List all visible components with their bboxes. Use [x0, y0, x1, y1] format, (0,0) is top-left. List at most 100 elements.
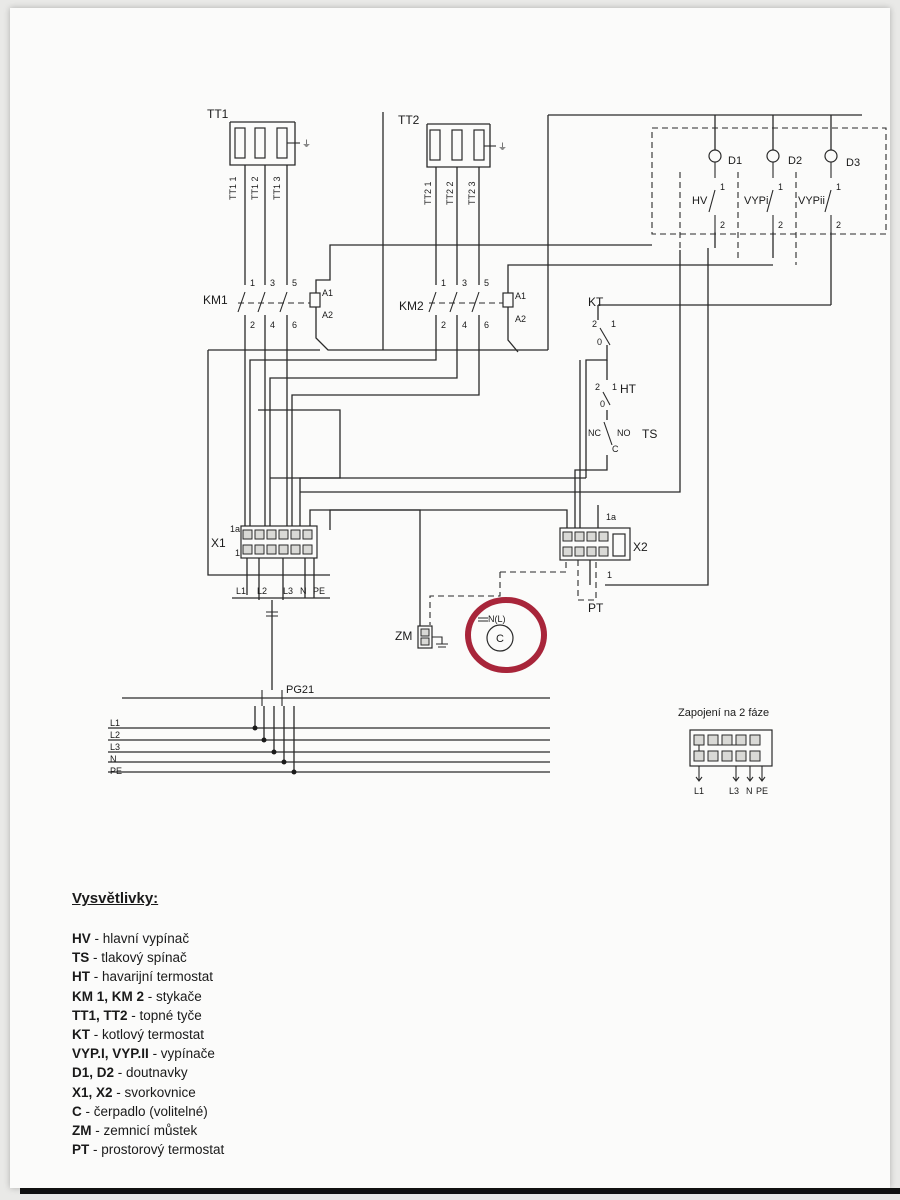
- two-phase-terminal-l3: L3: [729, 786, 739, 796]
- kt-pin-2: 2: [592, 319, 597, 329]
- km1-pin-5: 5: [292, 278, 297, 288]
- supply-line-l2: L2: [110, 730, 120, 740]
- km2-pin-1: 1: [441, 278, 446, 288]
- x1-tag-1a: 1a: [230, 524, 240, 534]
- legend-key: C: [72, 1103, 82, 1119]
- gland-pg21-label: PG21: [286, 684, 314, 696]
- ht-pin-2: 2: [595, 382, 600, 392]
- km2-pin-6: 6: [484, 320, 489, 330]
- switch-vypi-label: VYPi: [744, 195, 768, 207]
- km1-pin-6: 6: [292, 320, 297, 330]
- legend-text: - vypínače: [148, 1046, 215, 1062]
- supply-lines: PG21 L1 L2 L3 N PE: [108, 684, 550, 776]
- kt-pin-1: 1: [611, 319, 616, 329]
- legend-text: - čerpadlo (volitelné): [81, 1103, 208, 1119]
- legend-text: - havarijní termostat: [90, 969, 214, 985]
- legend-key: KM 1, KM 2: [72, 988, 145, 1004]
- tt2-terminal-2: TT2 2: [445, 181, 455, 205]
- wiring-diagram: TT1 ⏚ TT1 1 TT1 2 TT1 3 TT2 ⏚ TT2 1 TT2 …: [108, 107, 887, 796]
- legend-item: HV - hlavní vypínač: [72, 929, 224, 948]
- km2-pin-4: 4: [462, 320, 467, 330]
- two-phase-terminal-pe: PE: [756, 786, 768, 796]
- km1-pin-2: 2: [250, 320, 255, 330]
- heater-tt1: TT1 ⏚ TT1 1 TT1 2 TT1 3: [207, 107, 311, 200]
- x1-label: X1: [211, 536, 226, 550]
- legend-text: - doutnavky: [114, 1065, 188, 1081]
- tt2-terminal-1: TT2 1: [423, 181, 433, 205]
- km1-pin-4: 4: [270, 320, 275, 330]
- supply-line-l1: L1: [110, 718, 120, 728]
- contactor-km1: KM1 1 3 5 2 4 6 A1 A2: [203, 165, 652, 530]
- km2-coil-a1: A1: [515, 291, 526, 301]
- legend-item: ZM - zemnicí můstek: [72, 1121, 224, 1140]
- km2-coil-a2: A2: [515, 314, 526, 324]
- contactor-km2-label: KM2: [399, 299, 424, 313]
- terminal-block-x2: 1a 1 X2 PT: [329, 505, 648, 625]
- switch-hv-label: HV: [692, 195, 708, 207]
- pt-label: PT: [588, 601, 604, 615]
- supply-line-l3: L3: [110, 742, 120, 752]
- two-phase-inset: Zapojení na 2 fáze L1 L3 N PE: [678, 707, 773, 796]
- legend-item: HT - havarijní termostat: [72, 967, 224, 986]
- legend-text: - kotlový termostat: [90, 1027, 205, 1043]
- x1-terminal-l3: L3: [283, 586, 293, 596]
- two-phase-title: Zapojení na 2 fáze: [678, 707, 769, 719]
- km1-pin-3: 3: [270, 278, 275, 288]
- switch-vypi-pin-2: 2: [778, 220, 783, 230]
- legend-key: D1, D2: [72, 1065, 115, 1081]
- heater-tt1-label: TT1: [207, 107, 229, 121]
- pump-symbol-label: C: [496, 633, 504, 645]
- x1-tag-1: 1: [235, 548, 240, 558]
- ht-label: HT: [620, 382, 637, 396]
- tt1-terminal-1: TT1 1: [228, 176, 238, 200]
- x1-terminal-l1: L1: [236, 586, 246, 596]
- km1-pin-1: 1: [250, 278, 255, 288]
- legend-text: - stykače: [144, 988, 202, 1004]
- ts-pin-c: C: [612, 444, 619, 454]
- legend-text: - prostorový termostat: [89, 1142, 225, 1158]
- legend-item: TS - tlakový spínač: [72, 948, 224, 967]
- x1-terminal-pe: PE: [313, 586, 325, 596]
- two-phase-terminal-n: N: [746, 786, 753, 796]
- km2-pin-3: 3: [462, 278, 467, 288]
- lamp-d1-label: D1: [728, 155, 742, 167]
- ht-pin-1: 1: [612, 382, 617, 392]
- legend-text: - topné tyče: [127, 1007, 202, 1023]
- legend-key: PT: [72, 1142, 90, 1158]
- legend-item: C - čerpadlo (volitelné): [72, 1102, 224, 1121]
- ts-pin-nc: NC: [588, 428, 601, 438]
- switch-panel: D1 D2 D3 HV VYPi VYPii 1 1 1 2 2 2: [547, 114, 887, 350]
- legend-key: TT1, TT2: [72, 1007, 128, 1023]
- thermostat-chain: KT 2 1 0 HT 2 1 0 TS NC NO C: [574, 295, 657, 530]
- pump-highlight-circle: [465, 597, 547, 673]
- contactor-km1-label: KM1: [203, 293, 228, 307]
- supply-line-n: N: [110, 754, 117, 764]
- legend-text: - zemnicí můstek: [91, 1123, 198, 1139]
- tt2-terminal-3: TT2 3: [467, 181, 477, 205]
- legend-item: PT - prostorový termostat: [72, 1140, 224, 1159]
- interconnect-wiring: [207, 248, 831, 630]
- legend-key: HV: [72, 931, 91, 946]
- zm-label: ZM: [395, 629, 412, 643]
- ht-pin-0: 0: [600, 399, 605, 409]
- switch-hv-pin-2: 2: [720, 220, 725, 230]
- x1-terminal-l2: L2: [257, 586, 267, 596]
- earth-bridge-zm: ZM: [395, 625, 448, 649]
- km2-pin-2: 2: [441, 320, 446, 330]
- x2-tag-1a: 1a: [606, 512, 616, 522]
- switch-vypii-label: VYPii: [798, 195, 825, 207]
- pump-pins-label: N(L): [488, 614, 506, 624]
- tt1-terminal-2: TT1 2: [250, 176, 260, 200]
- legend-key: X1, X2: [72, 1084, 113, 1100]
- legend: Vysvětlivky: HV - hlavní vypínač TS - tl…: [72, 890, 224, 1159]
- svg-text:⏚: ⏚: [498, 142, 507, 152]
- legend-key: TS: [72, 950, 90, 966]
- legend-key: VYP.I, VYP.II: [72, 1046, 149, 1062]
- legend-item: VYP.I, VYP.II - vypínače: [72, 1044, 224, 1063]
- legend-item: X1, X2 - svorkovnice: [72, 1083, 224, 1102]
- switch-vypi-pin-1: 1: [778, 182, 783, 192]
- terminal-block-x1: X1 1a 1 L1 L2 L3 N PE: [211, 524, 330, 690]
- two-phase-terminal-l1: L1: [694, 786, 704, 796]
- x2-tag-1: 1: [607, 570, 612, 580]
- tt1-terminal-3: TT1 3: [272, 176, 282, 200]
